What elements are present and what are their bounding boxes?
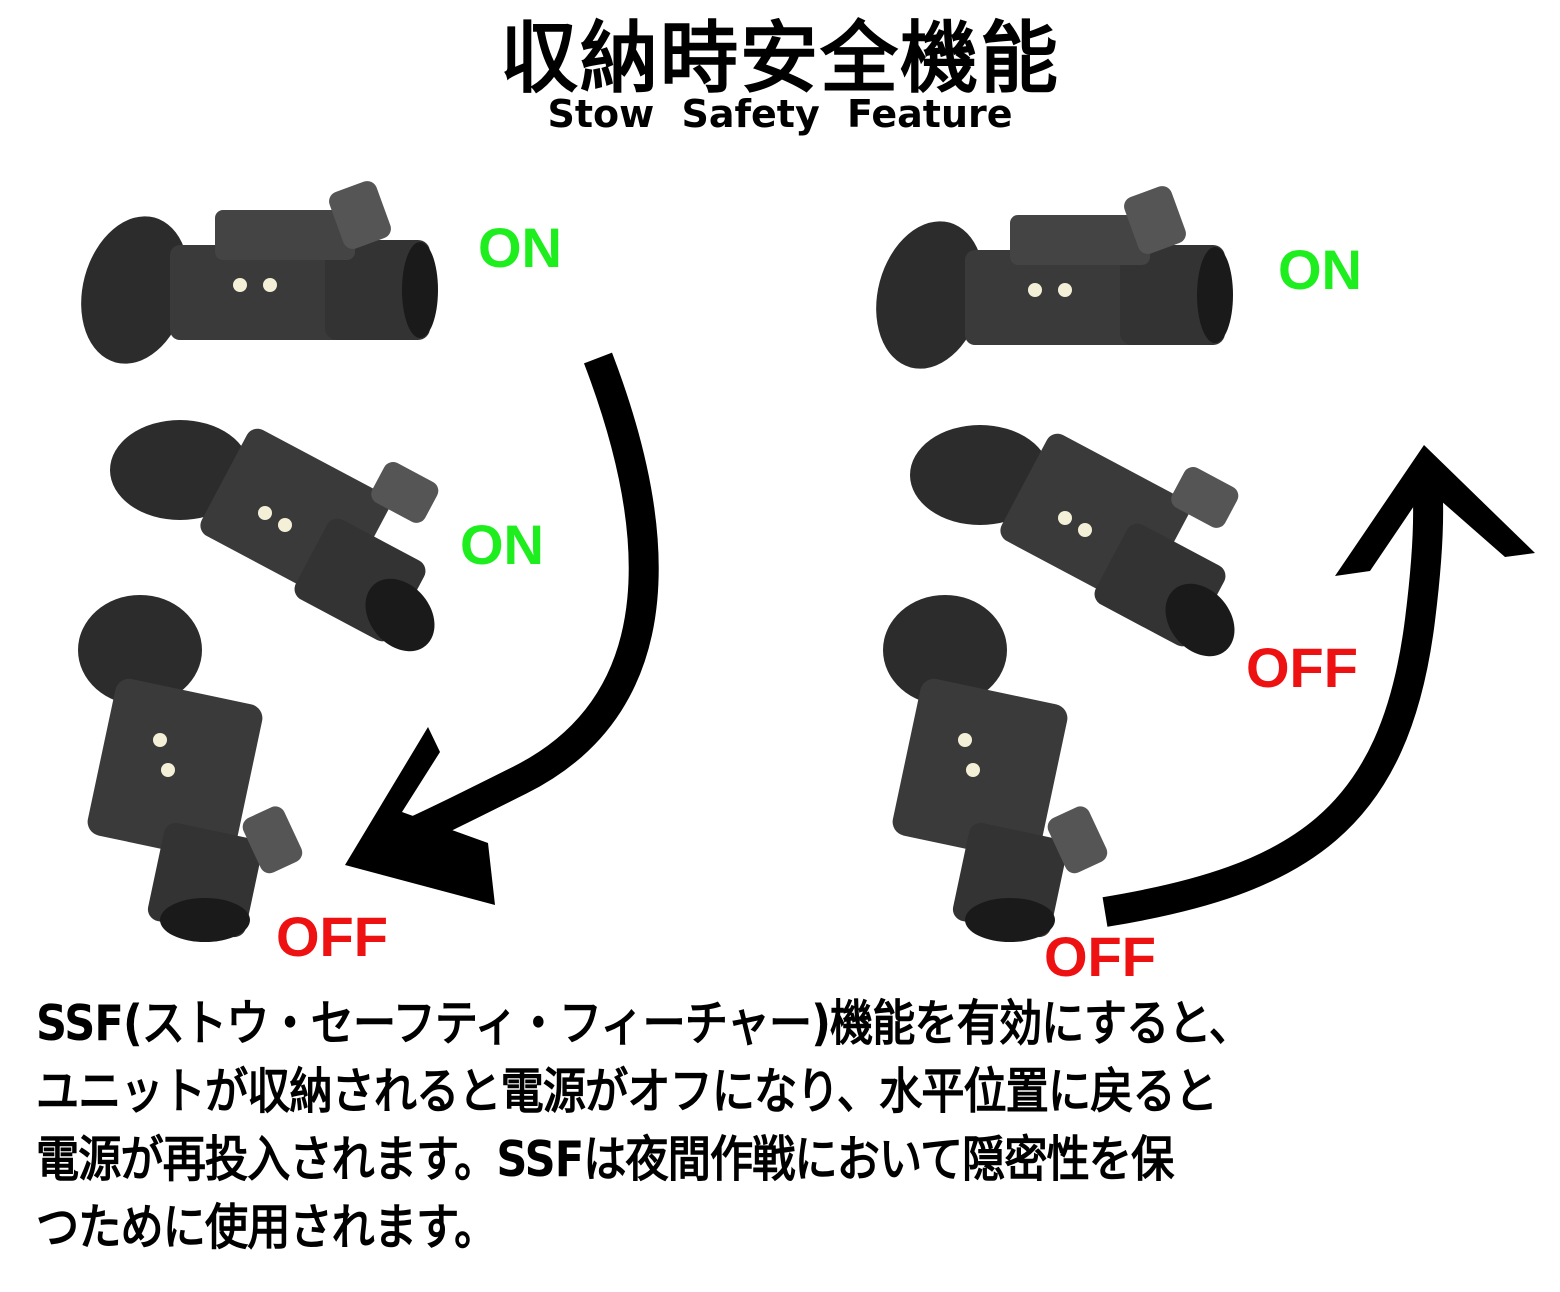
state-label-left-2: ON — [460, 513, 544, 576]
monocular-image-left-tilted — [110, 420, 439, 652]
arrow-down-curve-icon — [345, 352, 659, 905]
description-line: つために使用されます。 — [36, 1199, 497, 1256]
monocular-image-left-stowed — [78, 595, 303, 942]
page-title-en: Stow Safety Feature — [547, 92, 1013, 136]
state-label-right-2: OFF — [1246, 636, 1358, 699]
description-text: SSF(ストウ・セーフティ・フィーチャー)機能を有効にすると、 ユニットが収納さ… — [36, 990, 1356, 1262]
monocular-image-right-tilted — [910, 425, 1239, 657]
description-line: ユニットが収納されると電源がオフになり、水平位置に戻ると — [36, 1063, 1218, 1120]
page-title-jp: 収納時安全機能 — [499, 14, 1060, 104]
monocular-image-left-horizontal — [81, 181, 438, 364]
monocular-image-right-stowed — [883, 595, 1108, 942]
description-line: 電源が再投入されます。SSFは夜間作戦において隠密性を保 — [36, 1131, 1174, 1188]
arrow-up-curve-icon — [1102, 445, 1535, 927]
description-line: SSF(ストウ・セーフティ・フィーチャー)機能を有効にすると、 — [36, 995, 1252, 1052]
state-label-right-1: ON — [1278, 238, 1362, 301]
state-label-left-3: OFF — [276, 905, 388, 968]
state-label-right-3: OFF — [1044, 925, 1156, 988]
monocular-image-right-horizontal — [876, 186, 1233, 369]
state-label-left-1: ON — [478, 216, 562, 279]
